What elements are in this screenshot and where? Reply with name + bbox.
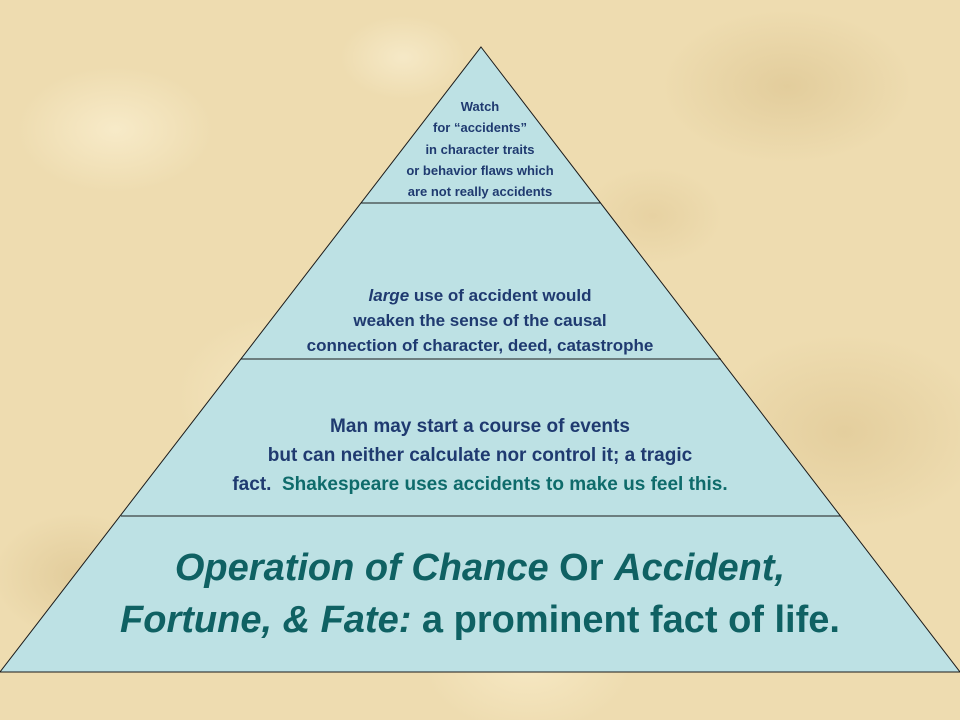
tier3-line3-start: fact. xyxy=(232,474,282,495)
pyramid-tier-second-text: large use of accident would weaken the s… xyxy=(230,283,730,358)
tier4-line-1: Operation of Chance Or Accident, xyxy=(30,542,930,594)
tier2-line-2: weaken the sense of the causal xyxy=(353,311,607,330)
tier4-line-2: Fortune, & Fate: a prominent fact of lif… xyxy=(30,594,930,646)
tier4-italic-3: Fortune, & Fate: xyxy=(120,599,412,641)
tier4-plain-1: Or xyxy=(548,547,615,589)
tier1-line: for “accidents” xyxy=(433,120,527,136)
tier3-line-1: Man may start a course of events xyxy=(330,416,630,437)
tier1-line: in character traits xyxy=(425,141,535,157)
tier2-line-3: connection of character, deed, catastrop… xyxy=(306,336,654,355)
tier4-plain-2: a prominent fact of life. xyxy=(411,599,840,641)
tier4-italic-1: Operation of Chance xyxy=(174,547,549,589)
tier1-line: Watch xyxy=(460,99,500,114)
tier2-italic-word: large xyxy=(368,286,410,305)
tier2-line1-rest: use of accident would xyxy=(409,286,592,305)
pyramid-tier-top-text: Watch for “accidents” in character trait… xyxy=(380,96,580,202)
pyramid-tier-base-text: Operation of Chance Or Accident, Fortune… xyxy=(30,542,930,646)
tier3-line-2: but can neither calculate nor control it… xyxy=(267,445,693,466)
tier3-line3-green: Shakespeare uses accidents to make us fe… xyxy=(281,474,728,495)
pyramid-tier-third-text: Man may start a course of events but can… xyxy=(120,412,840,499)
tier2-line-1: large use of accident would xyxy=(230,283,730,308)
tier1-line: or behavior flaws which xyxy=(406,162,554,178)
tier1-line: are not really accidents xyxy=(407,184,553,200)
tier4-italic-2: Accident, xyxy=(614,547,786,589)
tier3-line-3: fact. Shakespeare uses accidents to make… xyxy=(120,470,840,499)
